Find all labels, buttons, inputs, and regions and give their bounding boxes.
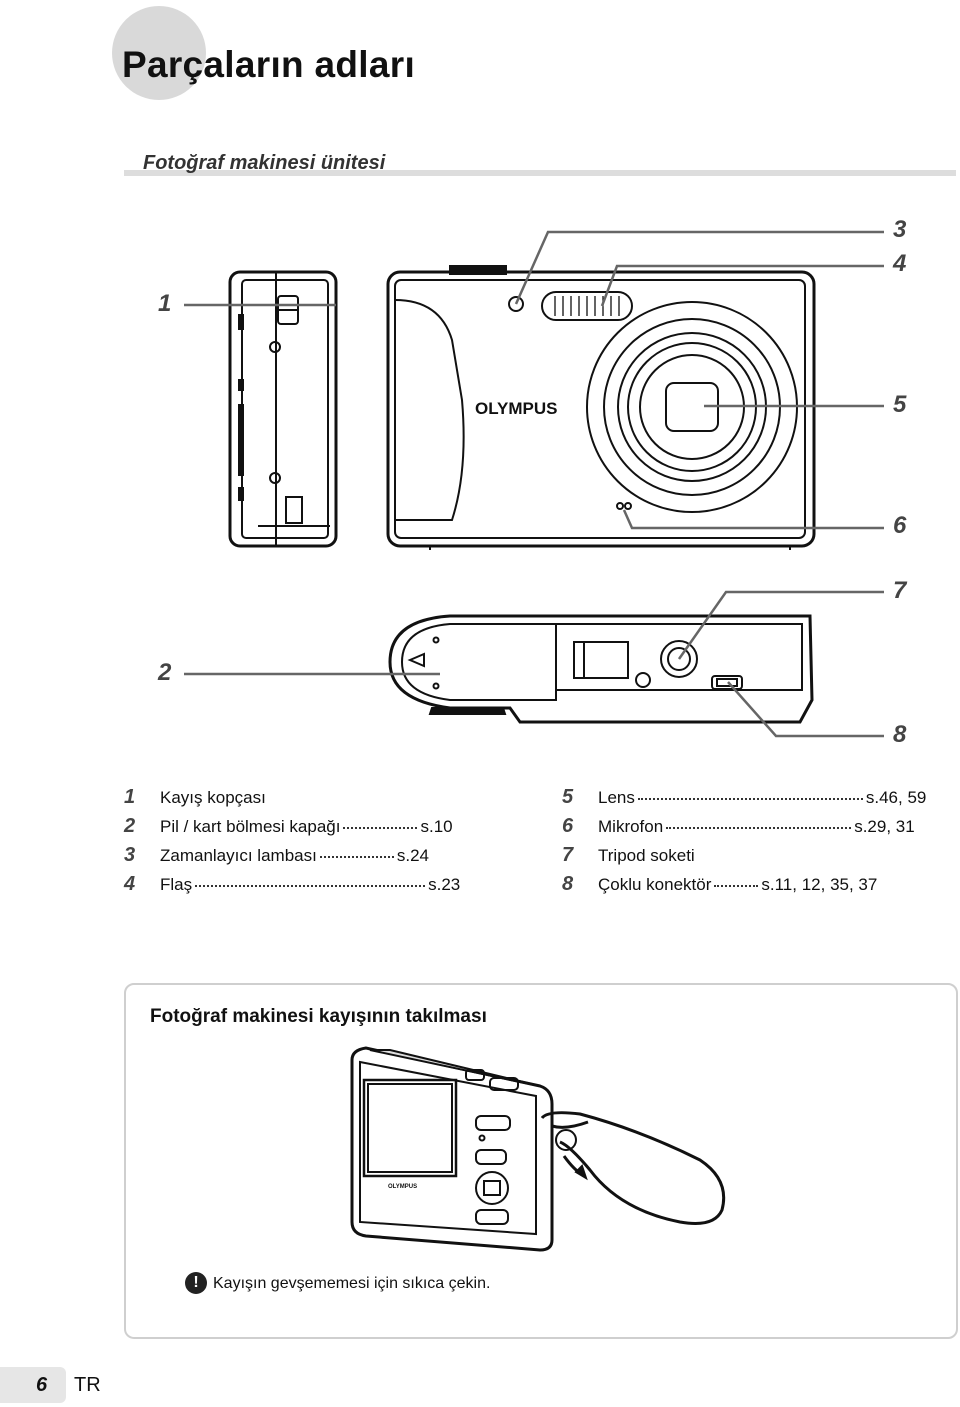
subtitle-rule xyxy=(124,170,956,176)
page-title: Parçaların adları xyxy=(122,44,416,85)
callout-7: 7 xyxy=(893,577,907,604)
page-number-tab xyxy=(0,1367,66,1403)
callout-6: 6 xyxy=(893,512,907,539)
exclamation-icon: ! xyxy=(185,1272,207,1294)
callout-1: 1 xyxy=(158,290,172,317)
callout-8: 8 xyxy=(893,721,907,748)
strap-section-box xyxy=(124,983,958,1339)
title-badge-icon xyxy=(112,6,206,100)
callout-leaders xyxy=(184,230,884,738)
camera-bottom-view xyxy=(388,614,814,724)
callout-3: 3 xyxy=(893,216,907,243)
warning-note: Kayışın gevşememesi için sıkıca çekin. xyxy=(213,1275,491,1292)
brand-logo: OLYMPUS xyxy=(475,399,558,418)
camera-side-view xyxy=(228,270,338,548)
strap-illustration xyxy=(350,1046,726,1252)
page-number: 6 xyxy=(36,1374,48,1396)
language-code: TR xyxy=(74,1374,101,1396)
strap-brand-logo: OLYMPUS xyxy=(388,1184,417,1190)
camera-front-view xyxy=(386,265,816,550)
callout-4: 4 xyxy=(893,250,907,277)
callout-2: 2 xyxy=(158,659,172,686)
strap-section-title: Fotoğraf makinesi kayışının takılması xyxy=(150,1006,487,1027)
callout-5: 5 xyxy=(893,391,907,418)
section-subtitle: Fotoğraf makinesi ünitesi xyxy=(143,152,386,174)
